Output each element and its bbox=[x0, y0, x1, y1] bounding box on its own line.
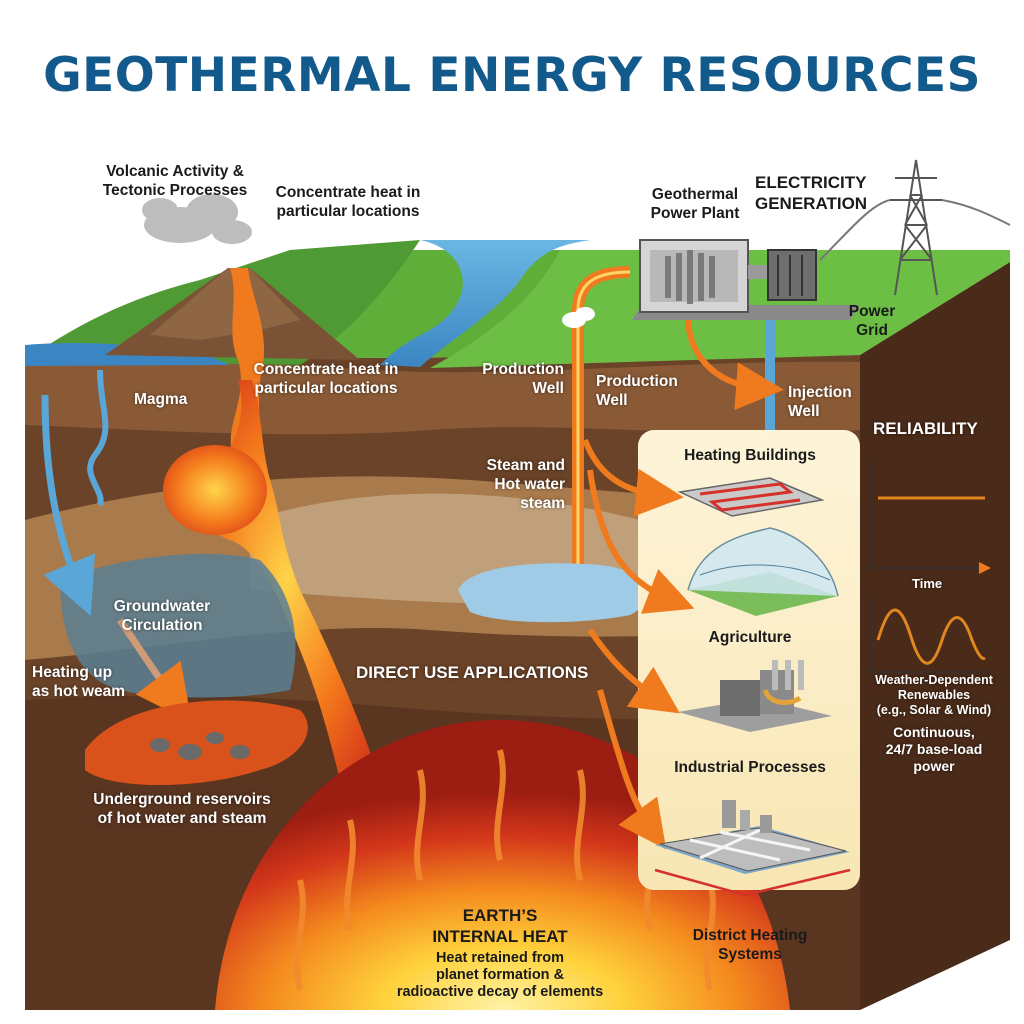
production-well-label-1: Production Well bbox=[482, 361, 564, 397]
continuous-power-label: Continuous, 24/7 base-load power bbox=[885, 724, 983, 774]
hot-reservoir bbox=[85, 700, 308, 785]
earth-internal-heat-label: EARTH’S INTERNAL HEAT bbox=[432, 906, 568, 946]
weather-dependent-label: Weather-Dependent Renewables (e.g., Sola… bbox=[875, 673, 993, 717]
transmission-tower bbox=[819, 159, 1011, 296]
power-plant bbox=[632, 239, 860, 320]
power-plant-label: Geothermal Power Plant bbox=[650, 186, 740, 222]
app-agriculture: Agriculture bbox=[708, 629, 792, 646]
river bbox=[380, 240, 590, 367]
app-heating-buildings: Heating Buildings bbox=[684, 447, 816, 464]
volcanic-activity-label: Volcanic Activity & Tectonic Processes bbox=[102, 163, 248, 199]
magma-label: Magma bbox=[134, 391, 188, 408]
steam-hot-water-label: Steam and Hot water steam bbox=[486, 457, 565, 512]
page-title: GEOTHERMAL ENERGY RESOURCES bbox=[43, 48, 981, 103]
concentrate-heat-top-label: Concentrate heat in particular locations bbox=[275, 184, 421, 220]
injection-well-label: Injection Well bbox=[788, 384, 852, 420]
application-arrows bbox=[582, 438, 695, 850]
steam-puff bbox=[562, 307, 595, 328]
heating-up-label: Heating up as hot weam bbox=[32, 664, 126, 700]
reservoirs-label: Underground reservoirs of hot water and … bbox=[93, 791, 271, 827]
groundwater-arrow-left bbox=[41, 394, 96, 616]
weather-wave bbox=[876, 608, 986, 665]
reliability-title: RELIABILITY bbox=[873, 419, 978, 438]
groundwater-zone bbox=[60, 553, 296, 698]
concentrate-heat-mid-label: Concentrate heat in particular locations bbox=[253, 361, 399, 397]
steam-pool bbox=[458, 563, 647, 623]
groundwater-arrow-stream bbox=[87, 369, 109, 506]
earth-heat-subtitle: Heat retained from planet formation & ra… bbox=[396, 950, 604, 1000]
smoke-cloud bbox=[142, 194, 252, 244]
electricity-generation-label: ELECTRICITY GENERATION bbox=[755, 173, 868, 213]
greenhouse-icon bbox=[687, 527, 839, 616]
soil-layer-upper bbox=[25, 357, 860, 435]
heating-buildings-icon bbox=[677, 477, 825, 517]
return-arrow bbox=[685, 319, 784, 411]
reliability-chart bbox=[870, 462, 991, 673]
groundwater-arrow-diag bbox=[117, 618, 192, 723]
power-grid-label: Power Grid bbox=[848, 303, 896, 339]
app-industrial-processes: Industrial Processes bbox=[674, 759, 826, 776]
direct-use-label: DIRECT USE APPLICATIONS bbox=[356, 663, 589, 682]
block-side-face bbox=[860, 262, 1010, 1010]
reliability-time-label: Time bbox=[912, 576, 943, 591]
app-district-heating: District Heating Systems bbox=[692, 927, 808, 963]
district-heating-icon bbox=[654, 800, 851, 897]
production-well-label-2: Production Well bbox=[596, 373, 678, 409]
industrial-icon bbox=[678, 660, 832, 732]
magma-chamber bbox=[163, 445, 267, 535]
groundwater-label: Groundwater Circulation bbox=[113, 598, 211, 634]
